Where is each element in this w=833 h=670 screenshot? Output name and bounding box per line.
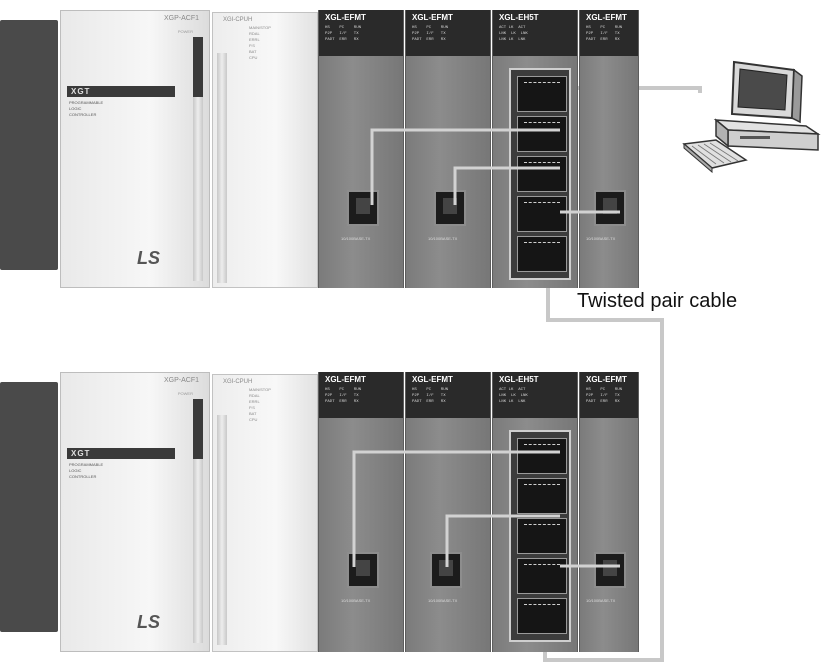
switch-port-1 [517, 76, 567, 112]
module-header: XGL-EFMT HS PC RUN P2P I/F TX PADT ERR R… [580, 372, 638, 418]
rj45-port [434, 190, 466, 226]
cpu-slot [217, 415, 227, 645]
ls-logo: LS [137, 612, 161, 632]
switch-port-5 [517, 236, 567, 272]
port-label: 10/100BASE-TX [586, 598, 616, 603]
psu-model: XGP-ACF1 [163, 377, 199, 384]
module-header: XGL-EFMT HS PC RUN P2P I/F TX PADT ERR R… [319, 10, 403, 56]
module-led-labels: HS PC RUN P2P I/F TX PADT ERR RX [325, 26, 362, 42]
switch-port-bank [509, 430, 571, 642]
power-supply-module: XGP-ACF1 POWER XGT PROGRAMMABLE LOGIC CO… [60, 10, 210, 288]
plc-rack-bottom: XGP-ACF1 POWER XGT PROGRAMMABLE LOGIC CO… [0, 362, 640, 662]
plc-caption: PROGRAMMABLE LOGIC CONTROLLER [69, 100, 104, 117]
module-name: XGL-EFMT [412, 13, 453, 22]
rj45-port [594, 190, 626, 226]
plc-rack-top: XGP-ACF1 POWER XGT PROGRAMMABLE LOGIC CO… [0, 0, 640, 300]
module-header: XGL-EFMT HS PC RUN P2P I/F TX PADT ERR R… [406, 372, 490, 418]
computer-icon [682, 60, 821, 174]
rj45-port [347, 552, 379, 588]
patch-cable-top-1 [370, 128, 560, 205]
rj45-port [347, 190, 379, 226]
psu-power-label: POWER [177, 391, 193, 396]
patch-cable-top-2 [453, 166, 560, 205]
efmt-module-3: XGL-EFMT HS PC RUN P2P I/F TX PADT ERR R… [579, 10, 639, 288]
switch-port-2 [517, 116, 567, 152]
cpu-model: XGI-CPUH [223, 379, 253, 385]
module-header: XGL-EFMT HS PC RUN P2P I/F TX PADT ERR R… [406, 10, 490, 56]
switch-port-3 [517, 156, 567, 192]
cpu-model: XGI-CPUH [223, 17, 253, 23]
module-led-labels: ACT LK ACT LNK LK LNK LNK LK LNK [499, 26, 528, 42]
psu-power-indicator [193, 399, 203, 459]
cpu-module: XGI-CPUH MAIN/STOP RDAL ERRL P.S BAT CPU [212, 374, 318, 652]
rj45-port [594, 552, 626, 588]
psu-model: XGP-ACF1 [163, 15, 199, 22]
switch-port-2 [517, 478, 567, 514]
module-led-labels: HS PC RUN P2P I/F TX PADT ERR RX [325, 388, 362, 404]
efmt-module-2: XGL-EFMT HS PC RUN P2P I/F TX PADT ERR R… [405, 372, 491, 652]
module-led-labels: HS PC RUN P2P I/F TX PADT ERR RX [586, 26, 623, 42]
trunk-cable [543, 262, 664, 662]
module-led-labels: HS PC RUN P2P I/F TX PADT ERR RX [412, 388, 449, 404]
module-header: XGL-EFMT HS PC RUN P2P I/F TX PADT ERR R… [580, 10, 638, 56]
eh5t-switch-module: XGL-EH5T ACT LK ACT LNK LK LNK LNK LK LN… [492, 372, 578, 652]
switch-port-1 [517, 438, 567, 474]
plc-caption: PROGRAMMABLE LOGIC CONTROLLER [69, 462, 104, 479]
module-name: XGL-EFMT [325, 375, 366, 384]
module-led-labels: ACT LK ACT LNK LK LNK LNK LK LNK [499, 388, 528, 404]
cpu-status-list: MAIN/STOP RDAL ERRL P.S BAT CPU [249, 387, 271, 422]
patch-cable-bot-2 [445, 514, 560, 567]
port-label: 10/100BASE-TX [341, 598, 371, 603]
port-label: 10/100BASE-TX [341, 236, 371, 241]
psu-slot [193, 413, 203, 643]
module-name: XGL-EH5T [499, 375, 539, 384]
port-label: 10/100BASE-TX [428, 236, 458, 241]
efmt-module-3: XGL-EFMT HS PC RUN P2P I/F TX PADT ERR R… [579, 372, 639, 652]
rack-bracket [0, 382, 58, 632]
module-name: XGL-EH5T [499, 13, 539, 22]
cpu-status-list: MAIN/STOP RDAL ERRL P.S BAT CPU [249, 25, 271, 60]
switch-port-5 [517, 598, 567, 634]
eh5t-switch-module: XGL-EH5T ACT LK ACT LNK LK LNK LNK LK LN… [492, 10, 578, 288]
port-label: 10/100BASE-TX [586, 236, 616, 241]
cpu-module: XGI-CPUH MAIN/STOP RDAL ERRL P.S BAT CPU [212, 12, 318, 288]
module-header: XGL-EH5T ACT LK ACT LNK LK LNK LNK LK LN… [493, 372, 577, 418]
psu-power-label: POWER [177, 29, 193, 34]
module-name: XGL-EFMT [586, 13, 627, 22]
psu-power-indicator [193, 37, 203, 97]
power-supply-module: XGP-ACF1 POWER XGT PROGRAMMABLE LOGIC CO… [60, 372, 210, 652]
efmt-module-2: XGL-EFMT HS PC RUN P2P I/F TX PADT ERR R… [405, 10, 491, 288]
module-led-labels: HS PC RUN P2P I/F TX PADT ERR RX [412, 26, 449, 42]
efmt-module-1: XGL-EFMT HS PC RUN P2P I/F TX PADT ERR R… [318, 372, 404, 652]
psu-slot [193, 51, 203, 281]
xgt-label: XGT [67, 448, 175, 459]
rack-bracket [0, 20, 58, 270]
module-name: XGL-EFMT [325, 13, 366, 22]
switch-port-4 [517, 558, 567, 594]
xgt-label: XGT [67, 86, 175, 97]
module-name: XGL-EFMT [586, 375, 627, 384]
cable-caption: Twisted pair cable [577, 290, 738, 312]
module-name: XGL-EFMT [412, 375, 453, 384]
switch-port-4 [517, 196, 567, 232]
module-header: XGL-EFMT HS PC RUN P2P I/F TX PADT ERR R… [319, 372, 403, 418]
ls-logo: LS [137, 248, 161, 268]
switch-port-3 [517, 518, 567, 554]
patch-cable-bot-1 [352, 450, 560, 567]
module-header: XGL-EH5T ACT LK ACT LNK LK LNK LNK LK LN… [493, 10, 577, 56]
efmt-module-1: XGL-EFMT HS PC RUN P2P I/F TX PADT ERR R… [318, 10, 404, 288]
module-led-labels: HS PC RUN P2P I/F TX PADT ERR RX [586, 388, 623, 404]
port-label: 10/100BASE-TX [428, 598, 458, 603]
switch-port-bank [509, 68, 571, 280]
cpu-slot [217, 53, 227, 283]
